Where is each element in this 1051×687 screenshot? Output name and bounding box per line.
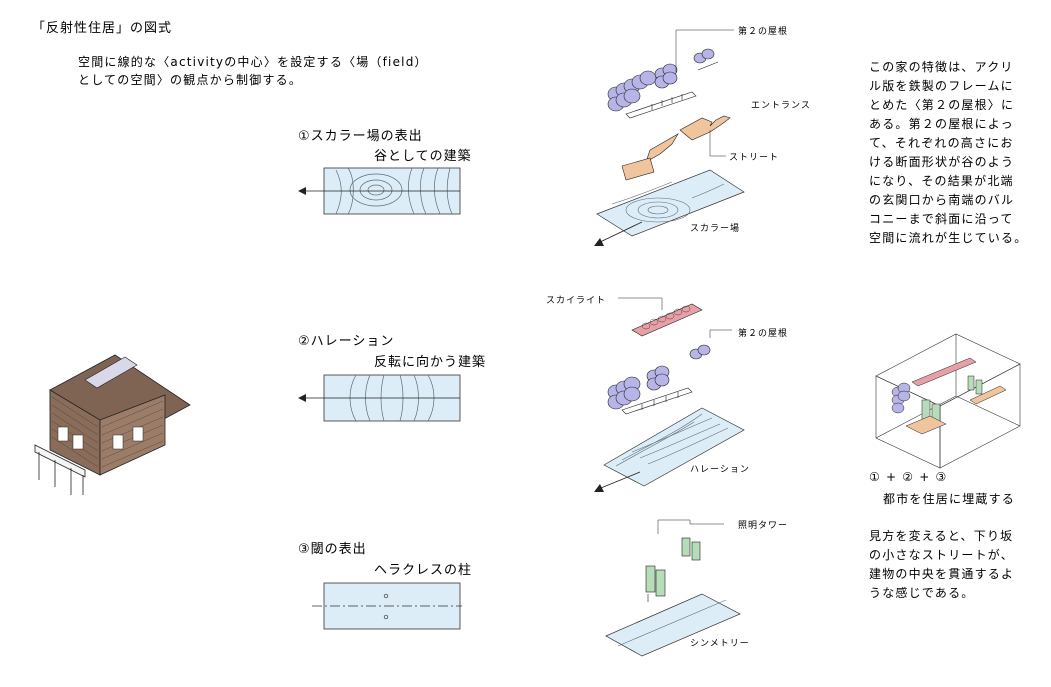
label-scalar-field: スカラー場 bbox=[690, 224, 741, 234]
intro-line-2: としての空間〉の観点から制御する。 bbox=[78, 73, 303, 87]
description-line-9: コニーまで斜面に沿って bbox=[869, 212, 1014, 226]
description-line-1: この家の特徴は、アクリ bbox=[869, 60, 1014, 74]
diagram2-halation-field bbox=[298, 374, 461, 422]
label-skylight: スカイライト bbox=[546, 296, 607, 306]
exploded-axonometric-3 bbox=[605, 519, 741, 657]
exploded-axonometric-2 bbox=[594, 297, 745, 492]
page-title: 「反射性住居」の図式 bbox=[32, 21, 173, 36]
combination-line-4: うな感じである。 bbox=[869, 586, 975, 600]
label-street: ストリート bbox=[729, 153, 780, 163]
house-illustration bbox=[34, 354, 191, 495]
exploded-axonometric-1 bbox=[594, 29, 745, 246]
diagram3-subtitle: ヘラクレスの柱 bbox=[374, 563, 473, 578]
description-line-3: とめた〈第２の屋根〉に bbox=[869, 98, 1015, 112]
combination-line-2: の小さなストリートが、 bbox=[869, 548, 1014, 562]
diagram2-heading: ②ハレーション bbox=[298, 334, 395, 349]
description-line-2: ル版を鉄製のフレームに bbox=[869, 79, 1014, 93]
description-line-4: ある。第２の屋根によっ bbox=[869, 117, 1014, 131]
combination-line-1: 見方を変えると、下り坂 bbox=[869, 529, 1014, 543]
diagram3-heading: ③閾の表出 bbox=[298, 542, 367, 557]
diagram1-heading: ①スカラー場の表出 bbox=[298, 129, 423, 144]
combined-axonometric bbox=[875, 333, 1021, 469]
diagram1-subtitle: 谷としての建築 bbox=[374, 149, 472, 164]
diagram2-subtitle: 反転に向かう建築 bbox=[374, 355, 487, 370]
description-line-7: になり、その結果が北端 bbox=[869, 174, 1014, 188]
label-second-roof-mid: 第２の屋根 bbox=[738, 329, 789, 339]
description-line-10: 空間に流れが生じている。 bbox=[869, 231, 1028, 245]
label-symmetry: シンメトリー bbox=[690, 639, 750, 649]
intro-line-1: 空間に線的な〈activityの中心〉を設定する〈場（field） bbox=[78, 55, 428, 69]
label-light-tower: 照明タワー bbox=[738, 521, 789, 531]
diagram1-scalar-field bbox=[298, 167, 461, 215]
label-halation: ハレーション bbox=[690, 465, 750, 475]
label-entrance: エントランス bbox=[751, 101, 811, 111]
diagram3-threshold-field bbox=[312, 582, 462, 630]
combination-line-3: 建物の中央を貫通するよ bbox=[869, 567, 1015, 581]
description-line-5: て、それぞれの高さにお bbox=[869, 136, 1014, 150]
combination-formula: ① + ② + ③ bbox=[869, 470, 948, 484]
description-line-6: ける断面形状が谷のよう bbox=[869, 155, 1015, 169]
label-second-roof-top: 第２の屋根 bbox=[738, 27, 789, 37]
description-line-8: の玄関口から南端のバル bbox=[869, 193, 1015, 207]
combination-caption: 都市を住居に埋蔵する bbox=[883, 492, 1016, 506]
